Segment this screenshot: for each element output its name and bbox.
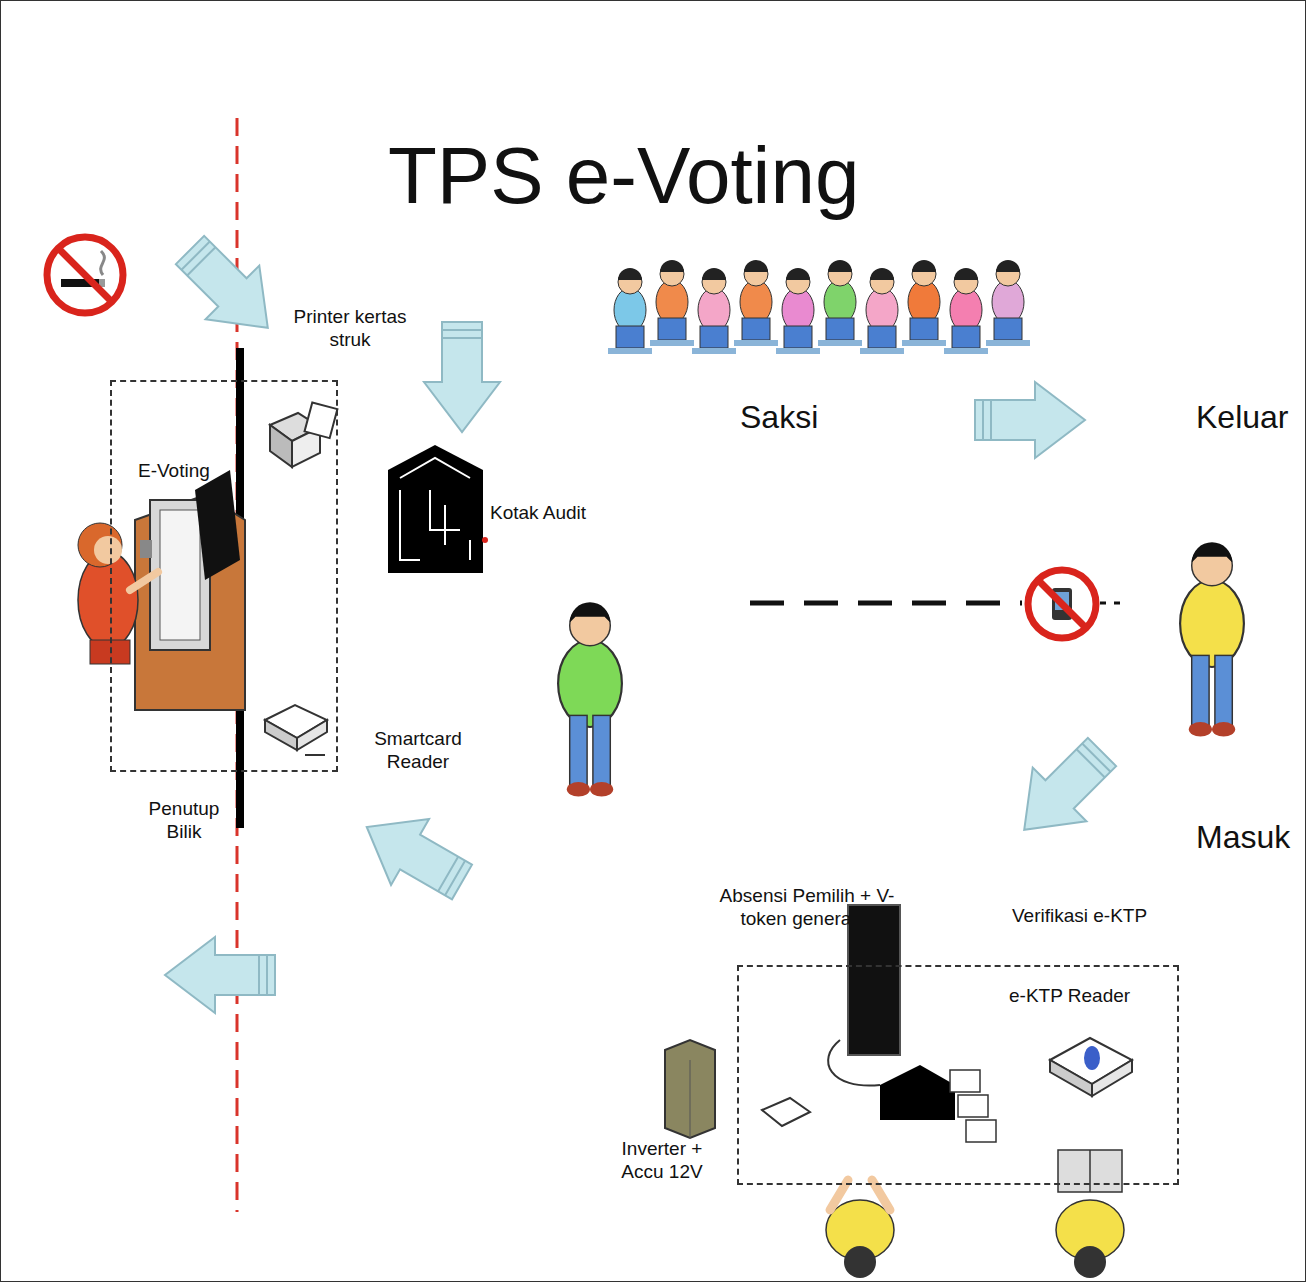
part-label: Verifikasi e-KTP	[1012, 905, 1192, 928]
area-label: Absensi Pemilih + V-token generator	[709, 885, 905, 931]
part-label: Inverter + Accu 12V	[610, 1138, 714, 1184]
voter-figure	[78, 523, 158, 664]
flow-arrow	[975, 382, 1085, 458]
queue-line	[750, 601, 1022, 606]
smartcard-reader	[265, 705, 327, 755]
dashed-area: E-Voting	[110, 380, 338, 772]
part-label: Saksi	[740, 398, 880, 436]
ektp-reader	[1050, 1038, 1132, 1096]
witness-crowd	[608, 260, 1030, 354]
flow-arrow	[997, 725, 1129, 857]
flow-arrow	[348, 794, 481, 915]
no-phone-sign	[1028, 570, 1096, 638]
voting-terminal	[135, 470, 245, 710]
official-figure	[826, 1150, 1124, 1278]
registration-pc	[762, 905, 996, 1142]
queue-line	[1100, 602, 1128, 605]
part-label: Masuk	[1196, 818, 1306, 856]
no-smoking-sign	[47, 237, 123, 313]
voter-figure	[558, 602, 622, 796]
part-label: Smartcard Reader	[362, 728, 474, 774]
part-label: Keluar	[1196, 398, 1306, 436]
flow-arrow	[165, 937, 275, 1013]
dashed-area: Absensi Pemilih + V-token generatore-KTP…	[737, 965, 1179, 1185]
flow-arrow	[163, 223, 295, 355]
part-label: Kotak Audit	[490, 502, 620, 525]
part-label: Printer kertas struk	[290, 306, 410, 352]
area-label: e-KTP Reader	[1009, 985, 1169, 1008]
diagram-title: TPS e-Voting	[388, 128, 859, 224]
part-label: Penutup Bilik	[136, 798, 232, 844]
receipt-printer	[270, 402, 337, 467]
inverter-battery	[665, 1040, 715, 1138]
audit-box	[388, 445, 488, 573]
voter-figure	[1180, 542, 1244, 736]
area-label: E-Voting	[138, 460, 248, 483]
flow-arrow	[424, 322, 500, 432]
